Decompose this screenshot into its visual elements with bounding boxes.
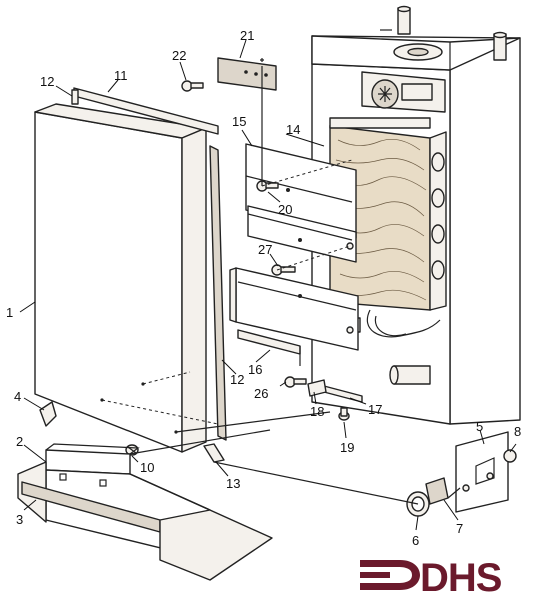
callout-labels: 1 2 3 4 5 6 7 8 10 11 12 12 13 14 15 16 … [6, 28, 521, 548]
callout-14: 14 [286, 122, 300, 137]
callout-2: 2 [16, 434, 23, 449]
screw-26 [284, 376, 307, 388]
callout-10: 10 [140, 460, 154, 475]
callout-26: 26 [254, 386, 268, 401]
callout-12-top: 12 [40, 74, 54, 89]
control-plate [217, 57, 277, 91]
bottom-cover [17, 443, 273, 581]
callout-7: 7 [456, 521, 463, 536]
seal-clip [71, 89, 79, 105]
sight-glass-plate [455, 431, 509, 513]
clip-4 [39, 401, 57, 427]
callout-11: 11 [114, 68, 128, 83]
logo-mark [360, 560, 420, 590]
callout-13: 13 [226, 476, 240, 491]
callout-17: 17 [368, 402, 382, 417]
screw-8 [503, 449, 517, 463]
callout-22: 22 [172, 48, 186, 63]
inner-panel [229, 143, 359, 351]
screw-22 [181, 80, 204, 92]
bottom-seal-strip [203, 443, 225, 463]
logo-text: DHS [420, 556, 502, 600]
clip-18 [307, 379, 327, 397]
dhs-logo: DHS [360, 556, 503, 600]
callout-15: 15 [232, 114, 246, 129]
callout-20: 20 [278, 202, 292, 217]
callout-18: 18 [310, 404, 324, 419]
callout-8: 8 [514, 424, 521, 439]
side-seal-strip [209, 145, 227, 441]
callout-5: 5 [476, 419, 483, 434]
leader-lines [19, 39, 517, 531]
callout-1: 1 [6, 305, 13, 320]
callout-27: 27 [258, 242, 272, 257]
screw-27 [271, 264, 296, 276]
boiler-cabinet [311, 5, 521, 425]
glass-7 [425, 477, 449, 505]
callout-6: 6 [412, 533, 419, 548]
callout-4: 4 [14, 389, 21, 404]
callout-12-side: 12 [230, 372, 244, 387]
callout-19: 19 [340, 440, 354, 455]
front-casing [34, 103, 207, 453]
screw-19 [338, 407, 350, 421]
callout-21: 21 [240, 28, 254, 43]
callout-3: 3 [16, 512, 23, 527]
gas-valve [393, 365, 431, 385]
callout-16: 16 [248, 362, 262, 377]
